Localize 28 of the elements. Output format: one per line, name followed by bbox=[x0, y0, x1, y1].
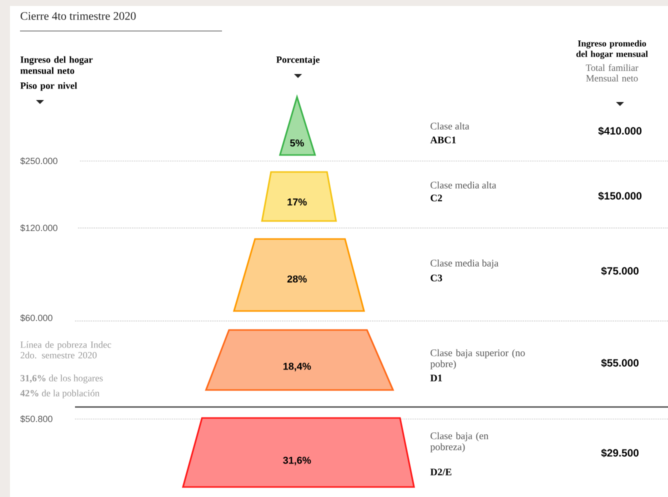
column-subheading: Total familiar Mensual neto bbox=[586, 64, 638, 82]
poverty-note: 31,6% de los hogares bbox=[20, 374, 103, 384]
class-label: Clase media alta bbox=[430, 181, 496, 188]
class-code: D1 bbox=[430, 374, 442, 382]
class-code: C3 bbox=[430, 274, 442, 282]
income-value: $55.000 bbox=[601, 358, 639, 368]
income-value: $29.500 bbox=[601, 448, 639, 458]
threshold-value: $50.800 bbox=[20, 415, 52, 423]
threshold-value: $120.000 bbox=[20, 224, 58, 232]
class-label: Clase alta bbox=[430, 122, 470, 130]
column-heading: Ingreso promedio del hogar mensual bbox=[576, 40, 648, 59]
income-value: $75.000 bbox=[601, 266, 639, 276]
class-label: Clase baja (en pobreza) bbox=[430, 432, 488, 452]
column-heading: Porcentaje bbox=[276, 56, 320, 65]
title: Cierre 4to trimestre 2020 bbox=[20, 12, 136, 20]
income-value: $150.000 bbox=[598, 192, 642, 200]
class-label: Clase baja superior (no pobre) bbox=[430, 349, 525, 370]
column-heading: Ingreso del hogar mensual neto bbox=[20, 56, 93, 74]
income-value: $410.000 bbox=[598, 126, 642, 136]
poverty-note: Línea de pobreza Indec 2do. semestre 2020 bbox=[20, 341, 112, 358]
column-heading: Piso por nivel bbox=[20, 82, 78, 91]
class-code: D2/E bbox=[430, 468, 452, 476]
threshold-value: $250.000 bbox=[20, 157, 58, 165]
class-code: C2 bbox=[430, 194, 442, 202]
threshold-value: $60.000 bbox=[20, 314, 52, 322]
poverty-note: 42% de la población bbox=[20, 390, 100, 398]
class-label: Clase media baja bbox=[430, 259, 498, 269]
class-code: ABC1 bbox=[430, 136, 456, 144]
